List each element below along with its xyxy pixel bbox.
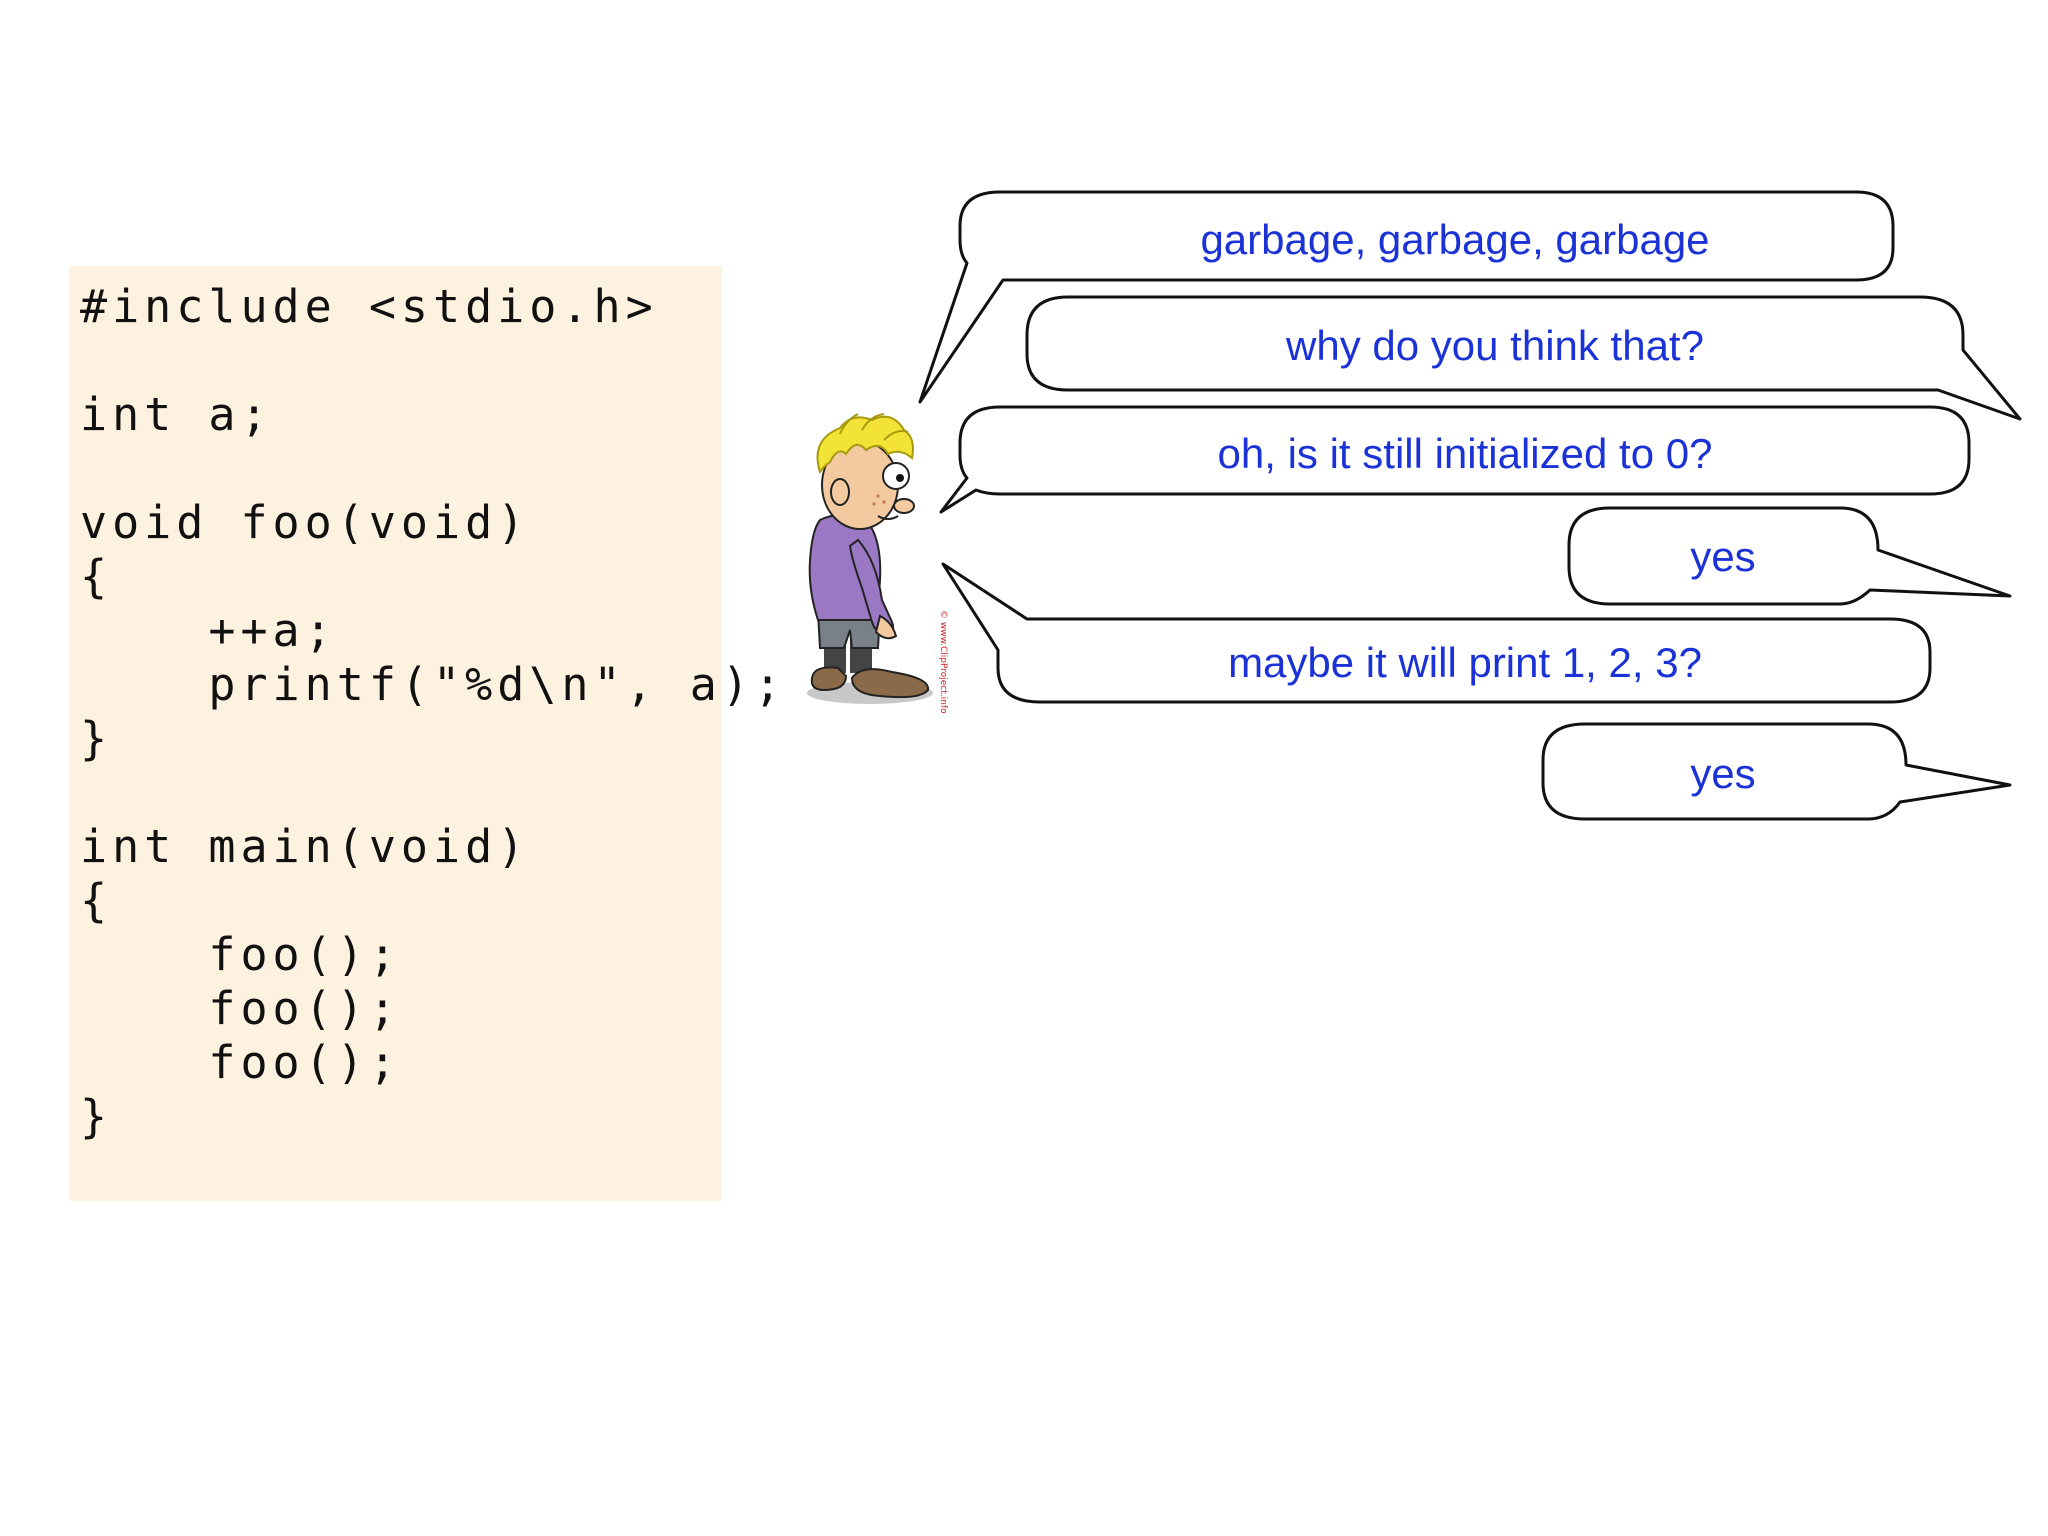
- speech-bubble-2: [1025, 295, 2022, 421]
- speech-text-4: yes: [1690, 533, 1756, 580]
- speech-bubble-4: [1567, 506, 2012, 606]
- speech-text-1: garbage, garbage, garbage: [1200, 216, 1710, 263]
- speech-text-5: maybe it will print 1, 2, 3?: [1228, 639, 1702, 686]
- illustration-credit: © www.ClipProject.info: [938, 610, 948, 714]
- speech-text-6: yes: [1690, 750, 1756, 797]
- speech-text-3: oh, is it still initialized to 0?: [1217, 430, 1713, 477]
- speech-bubble-6: [1541, 722, 2012, 821]
- speech-bubble-3: [939, 405, 1971, 514]
- cartoon-boy-icon: [807, 413, 933, 704]
- speech-bubble-1: [918, 190, 1895, 404]
- code-listing: #include <stdio.h> int a; void foo(void)…: [80, 280, 787, 1143]
- speech-bubble-5: [941, 562, 1932, 704]
- speech-text-2: why do you think that?: [1286, 322, 1704, 369]
- code-panel: #include <stdio.h> int a; void foo(void)…: [69, 266, 781, 1201]
